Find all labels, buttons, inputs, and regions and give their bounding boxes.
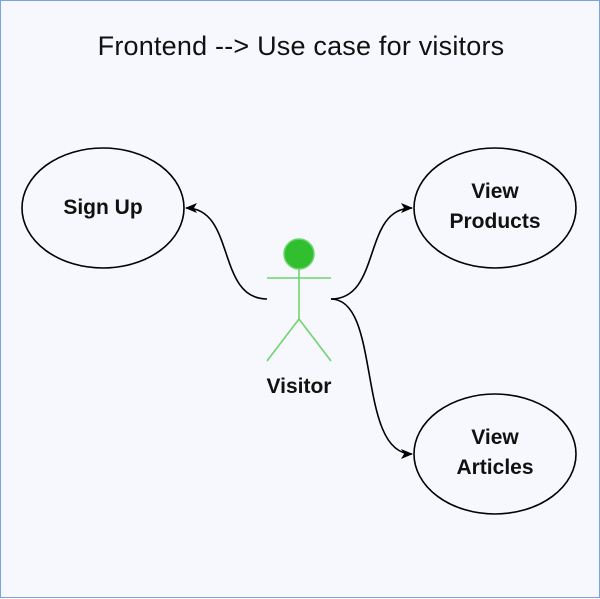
use-case-label-view-articles: View Articles bbox=[415, 423, 575, 483]
edge-visitor-view-articles bbox=[330, 298, 413, 459]
use-case-view-articles[interactable] bbox=[413, 393, 577, 515]
actor-right-leg bbox=[298, 318, 332, 362]
use-case-label-sign-up: Sign Up bbox=[23, 193, 183, 223]
use-case-label-line: Sign Up bbox=[63, 196, 143, 219]
use-case-label-line: View bbox=[471, 180, 519, 203]
actor-label: Visitor bbox=[266, 375, 332, 398]
use-case-label-line: Products bbox=[449, 210, 541, 233]
actor-left-leg bbox=[266, 318, 300, 362]
actor-head bbox=[283, 238, 315, 270]
use-case-label-line: Articles bbox=[456, 456, 534, 479]
use-case-label-line: View bbox=[471, 426, 519, 449]
edge-visitor-sign-up bbox=[185, 203, 268, 300]
use-case-view-products[interactable] bbox=[413, 147, 577, 269]
diagram-title: Frontend --> Use case for visitors bbox=[97, 31, 505, 61]
use-case-label-view-products: View Products bbox=[415, 177, 575, 237]
edge-visitor-view-products bbox=[330, 203, 413, 300]
visitor-actor-icon[interactable] bbox=[266, 238, 332, 362]
use-case-sign-up[interactable] bbox=[21, 147, 185, 269]
